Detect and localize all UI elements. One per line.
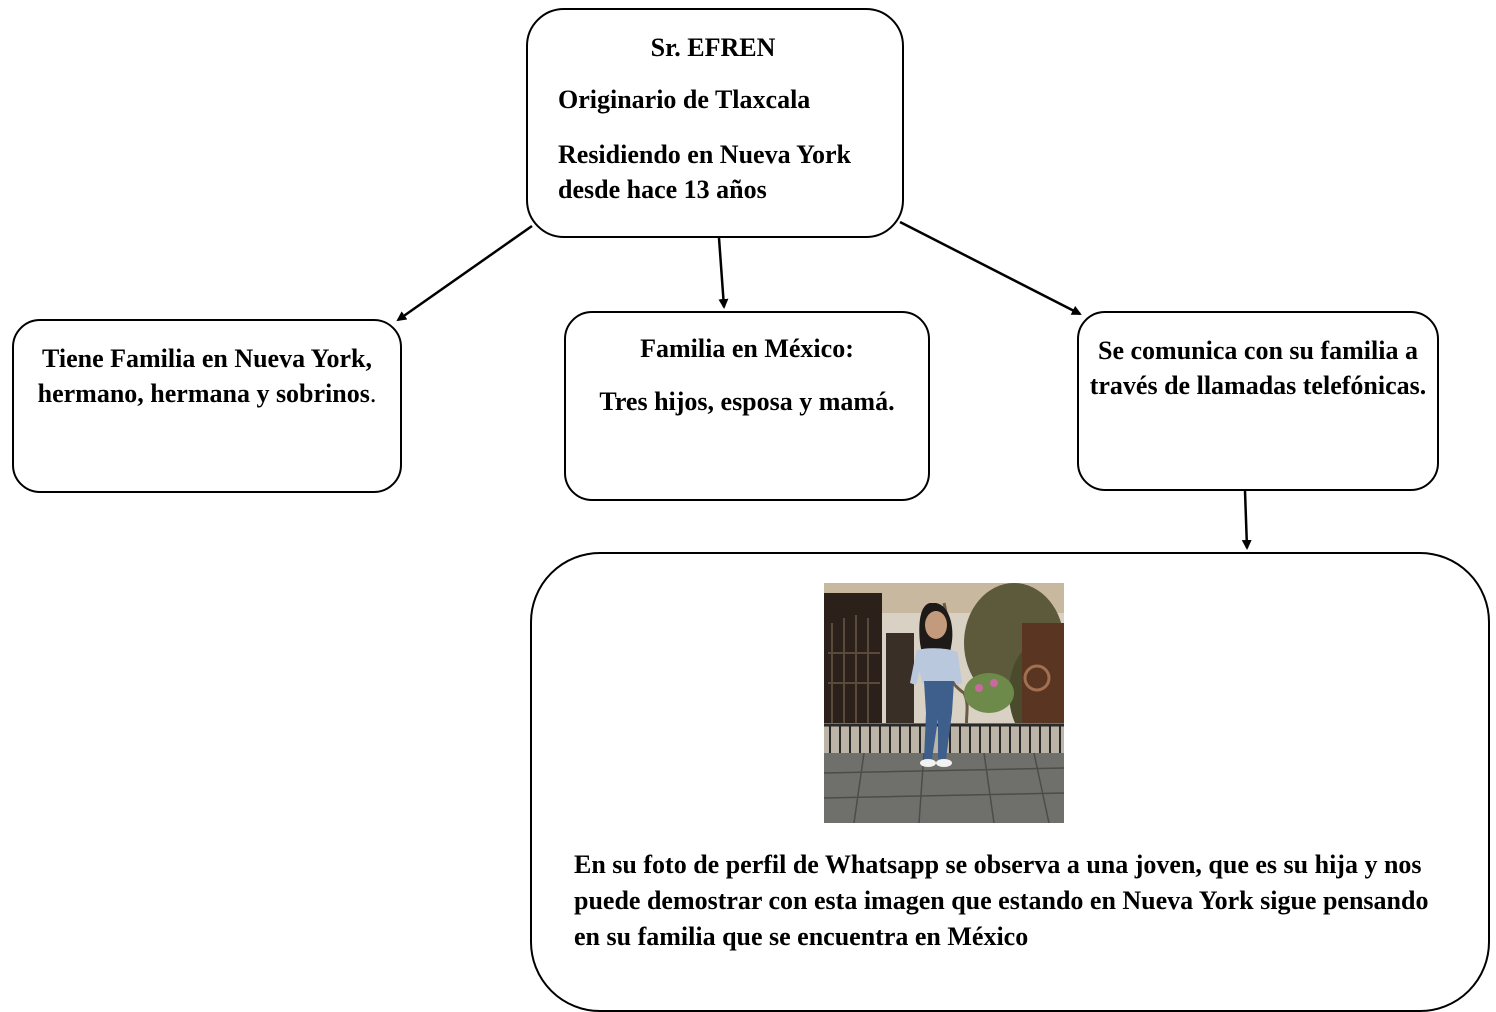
family-new-york-node: Tiene Familia en Nueva York, hermano, he…	[12, 319, 402, 493]
root-origin: Originario de Tlaxcala	[558, 85, 811, 114]
root-title: Sr. EFREN	[650, 33, 776, 62]
arrow-root-to-family-ny	[396, 224, 533, 322]
family-mexico-members: Tres hijos, esposa y mamá.	[599, 387, 895, 416]
family-new-york-text: Tiene Familia en Nueva York, hermano, he…	[30, 341, 384, 411]
family-new-york-label: Tiene Familia en Nueva York, hermano, he…	[37, 344, 373, 408]
arrow-root-to-family-mexico	[717, 237, 729, 309]
family-new-york-period: .	[369, 379, 377, 408]
communication-text: Se comunica con su familia a través de l…	[1089, 336, 1427, 400]
whatsapp-profile-node: En su foto de perfil de Whatsapp se obse…	[530, 552, 1490, 1012]
family-mexico-node: Familia en México: Tres hijos, esposa y …	[564, 311, 930, 501]
family-mexico-heading: Familia en México:	[640, 334, 854, 363]
root-residence: Residiendo en Nueva York desde hace 13 a…	[558, 140, 852, 204]
whatsapp-caption: En su foto de perfil de Whatsapp se obse…	[574, 850, 1429, 951]
communication-node: Se comunica con su familia a través de l…	[1077, 311, 1439, 491]
arrow-root-to-communication	[899, 220, 1082, 316]
arrow-communication-to-whatsapp	[1241, 490, 1252, 550]
whatsapp-profile-photo	[824, 583, 1064, 823]
root-node-efren: Sr. EFREN Originario de Tlaxcala Residie…	[526, 8, 904, 238]
